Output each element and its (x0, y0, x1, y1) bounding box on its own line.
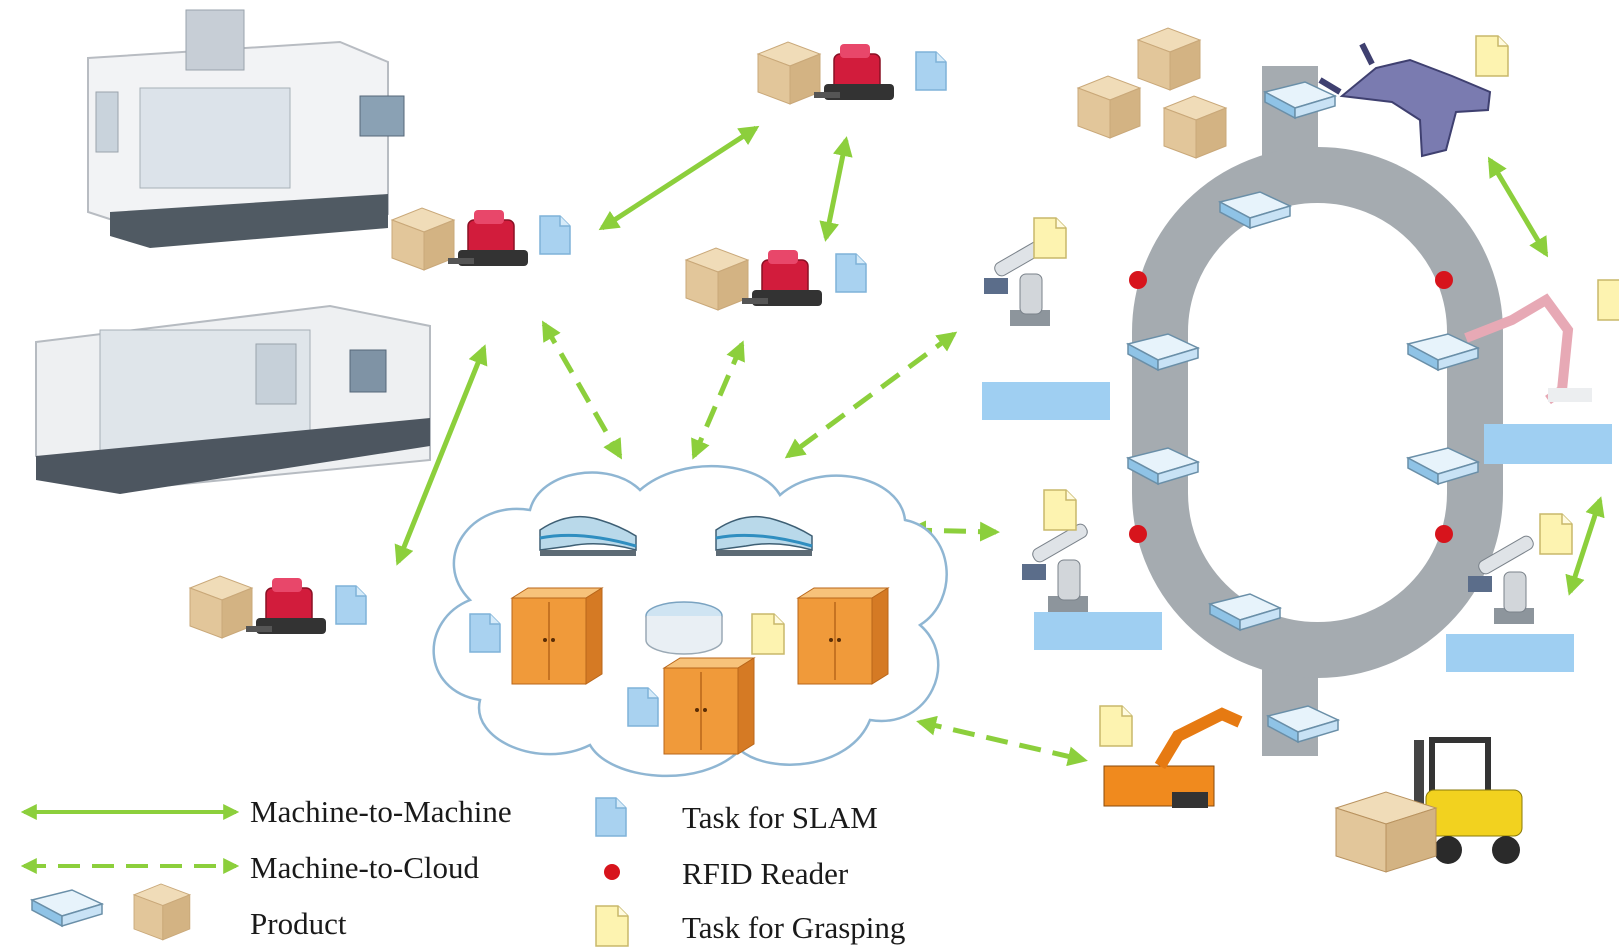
cloud-server-icon (663, 657, 755, 755)
legend-grasp-label: Task for Grasping (682, 910, 906, 945)
legend-slam-icon (595, 797, 627, 837)
agv-robot-icon (758, 42, 894, 104)
slam-task-icon (539, 215, 571, 255)
slam-task-icon (627, 687, 659, 727)
rfid-reader (1435, 525, 1453, 543)
slam-task-icon (469, 613, 501, 653)
legend-slam-label: Task for SLAM (682, 800, 878, 835)
gripper-icon (1318, 42, 1492, 158)
cloud-server-icon (511, 587, 603, 685)
agv-robot-icon (392, 208, 528, 270)
legend (20, 797, 629, 947)
industrial-robot-icon (1103, 707, 1243, 808)
grasp-task-icon (1475, 35, 1509, 77)
grasp-task-icon (1033, 217, 1067, 259)
machine-to-machine-links (394, 125, 1605, 596)
cloud-platform (432, 465, 948, 778)
legend-product-icon (133, 883, 191, 941)
robot-label-box (982, 382, 1110, 420)
robot-arm-icon (1464, 293, 1592, 405)
rfid-reader (1129, 271, 1147, 289)
agv-robot-icon (190, 576, 326, 638)
legend-m2c-label: Machine-to-Cloud (250, 850, 480, 885)
legend-tray-icon (31, 889, 103, 927)
rfid-reader (1129, 525, 1147, 543)
robot-arm-icon (1021, 521, 1090, 613)
forklift-icon (1334, 737, 1523, 873)
legend-rfid-icon (604, 864, 620, 880)
grasp-task-icon (1099, 705, 1133, 747)
machining-center-icon (35, 304, 431, 494)
rfid-reader (1435, 271, 1453, 289)
grasp-task-icon (751, 613, 785, 655)
grasp-task-icon (1043, 489, 1077, 531)
robot-label-box (1446, 634, 1574, 672)
legend-product-label: Product (250, 906, 347, 941)
slam-task-icon (915, 51, 947, 91)
grasp-task-icon (1597, 279, 1619, 321)
legend-grasp-icon (595, 905, 629, 947)
cloud-server-icon (797, 587, 889, 685)
slam-task-icon (335, 585, 367, 625)
robot-label-box (1034, 612, 1162, 650)
grasp-task-icon (1539, 513, 1573, 555)
legend-m2m-label: Machine-to-Machine (250, 794, 512, 829)
legend-rfid-label: RFID Reader (682, 856, 849, 891)
slam-task-icon (835, 253, 867, 293)
product-stack (1077, 27, 1227, 159)
database-disk-icon (645, 601, 723, 655)
conveyor-loop-icon (1127, 66, 1503, 756)
robot-label-box (1484, 424, 1612, 464)
cnc-machine-icon (87, 9, 405, 248)
agv-robot-icon (686, 248, 822, 310)
